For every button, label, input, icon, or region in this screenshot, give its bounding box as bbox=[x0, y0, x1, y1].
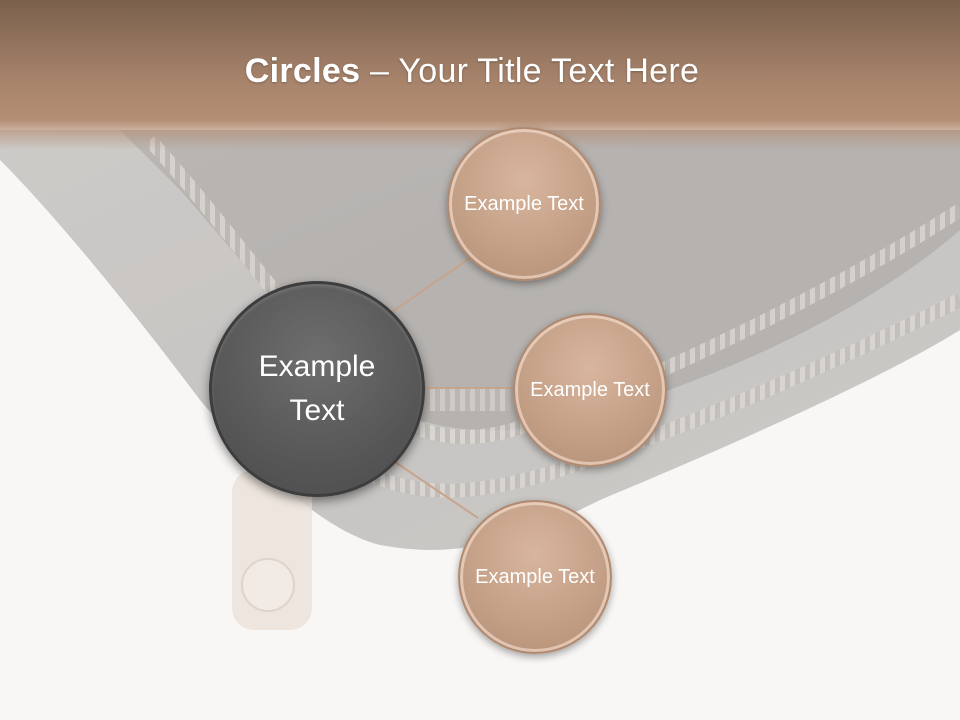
node-circle-3[interactable]: Example Text bbox=[458, 500, 612, 654]
node-circle-label: Example Text bbox=[530, 379, 650, 401]
title-rest: – Your Title Text Here bbox=[360, 52, 700, 90]
center-circle[interactable]: Example Text bbox=[209, 281, 425, 497]
node-circle-label: Example Text bbox=[464, 193, 584, 215]
title-band bbox=[0, 0, 960, 150]
center-circle-label: Example Text bbox=[258, 350, 376, 427]
node-circle-2[interactable]: Example Text bbox=[513, 313, 667, 467]
node-circle-1[interactable]: Example Text bbox=[447, 127, 601, 281]
connector-1 bbox=[391, 257, 471, 313]
title-bold: Circles bbox=[244, 52, 361, 90]
slide-title: Circles – Your Title Text Here bbox=[0, 52, 944, 91]
node-circle-label: Example Text bbox=[475, 566, 595, 588]
connector-3 bbox=[394, 461, 479, 519]
